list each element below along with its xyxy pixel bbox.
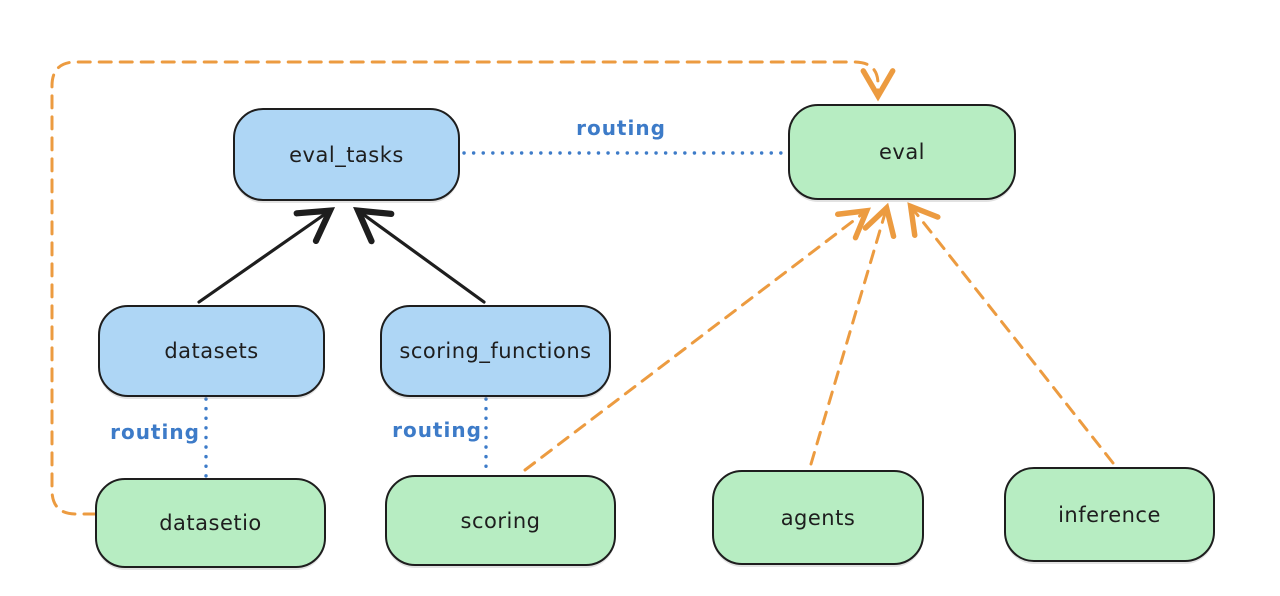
edge-inference-to-eval (907, 202, 1115, 465)
node-scoring-label: scoring (460, 508, 541, 533)
node-eval-tasks: eval_tasks (233, 108, 460, 201)
routing-label-scoring-functions-scoring: routing (392, 418, 482, 442)
edge-datasets-to-eval-tasks (197, 207, 336, 304)
node-scoring: scoring (385, 475, 616, 566)
node-inference-label: inference (1058, 502, 1161, 527)
routing-label-eval-tasks-eval: routing (576, 116, 666, 140)
node-scoring-functions: scoring_functions (380, 305, 611, 397)
node-datasetio-label: datasetio (159, 511, 262, 535)
edge-scoring-functions-to-eval-tasks (353, 206, 486, 304)
edge-scoring-to-eval (523, 207, 871, 472)
node-eval-label: eval (878, 140, 926, 164)
node-eval: eval (788, 104, 1016, 200)
node-eval-tasks-label: eval_tasks (289, 142, 404, 167)
node-datasets-label: datasets (164, 339, 259, 363)
edge-agents-to-eval (809, 202, 897, 466)
node-datasets: datasets (98, 305, 325, 397)
node-agents: agents (712, 470, 924, 565)
routing-label-datasets-datasetio: routing (110, 420, 200, 444)
node-scoring-functions-label: scoring_functions (399, 339, 592, 363)
node-inference: inference (1004, 467, 1215, 562)
node-datasetio: datasetio (95, 478, 326, 568)
node-agents-label: agents (780, 505, 856, 530)
edge-datasetio-to-eval (50, 60, 896, 516)
